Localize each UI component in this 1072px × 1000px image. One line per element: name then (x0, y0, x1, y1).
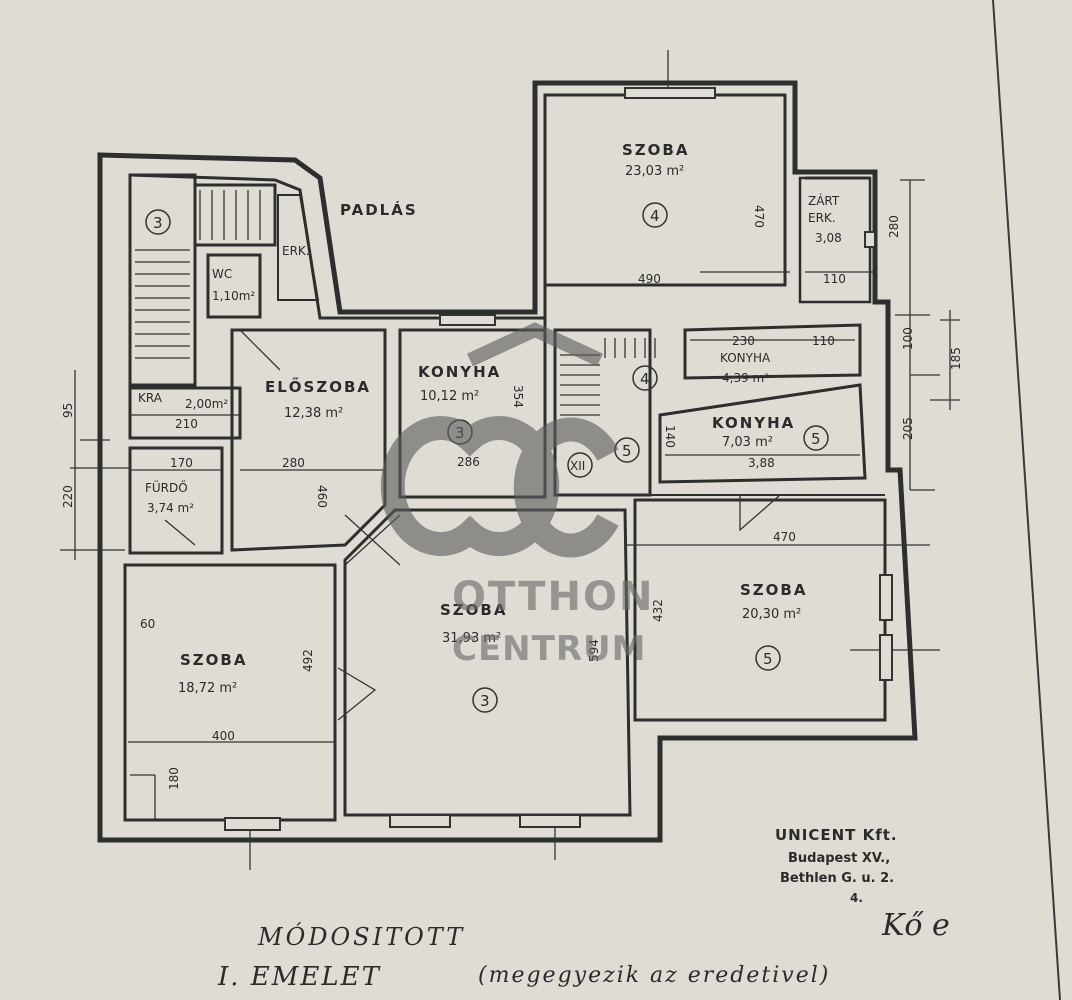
room-area-konyha-5: 7,03 m² (722, 435, 773, 450)
unit-circle (642, 202, 668, 228)
dim-354: 354 (511, 385, 525, 408)
kra-area: 2,00m² (185, 397, 228, 411)
padlas-label: PADLÁS (340, 200, 418, 219)
room-area-szoba-right: 20,30 m² (742, 607, 801, 622)
stamp-city: Budapest XV., (788, 851, 890, 866)
wc-label: WC (212, 267, 232, 281)
unit-circle (755, 645, 781, 671)
dim-220: 220 (61, 485, 75, 508)
dim-594: 594 (587, 639, 601, 662)
room-name-szoba-right: SZOBA (740, 581, 807, 599)
dim-230: 230 (732, 334, 755, 348)
hall-mark: XII (570, 459, 585, 473)
unit-number-konyha-4: 4 (640, 370, 650, 388)
dim-490: 490 (638, 272, 661, 286)
room-area-szoba-left: 18,72 m² (178, 681, 237, 696)
dim-286: 286 (457, 455, 480, 469)
unit-circle (803, 425, 829, 451)
stamp-number: 4. (850, 891, 863, 905)
plan-footer: MÓDOSITOTT I. EMELET (megegyezik az ered… (217, 908, 950, 992)
room-area-eloszoba: 12,38 m² (284, 406, 343, 421)
room-name-konyha-3: KONYHA (418, 363, 501, 381)
logo-c-mark (513, 417, 619, 558)
dim-388: 3,88 (748, 456, 775, 470)
dim-95: 95 (61, 403, 75, 418)
room-area-szoba-top: 23,03 m² (625, 164, 684, 179)
footer-title-floor: I. EMELET (217, 962, 381, 992)
room-name-szoba-top: SZOBA (622, 141, 689, 159)
room-area-furdo: 3,74 m² (147, 501, 194, 515)
dim-205: 205 (901, 417, 915, 440)
door-swings (60, 50, 960, 870)
dim-170: 170 (170, 456, 193, 470)
room-name-konyha-4: KONYHA (720, 351, 771, 365)
logo-roof-mark (467, 322, 603, 367)
wc-area: 1,10m² (212, 289, 255, 303)
room-area-konyha-4: 4,39 m² (722, 371, 769, 385)
dim-110-top: 110 (823, 272, 846, 286)
room-name-furdo: FÜRDŐ (145, 479, 188, 495)
dim-432: 432 (651, 599, 665, 622)
dim-460: 460 (315, 485, 329, 508)
zart-label-1: ZÁRT (808, 193, 840, 208)
room-area-konyha-3: 10,12 m² (420, 389, 479, 404)
unit-number-hall: 5 (622, 442, 632, 460)
zart-area: 3,08 (815, 231, 842, 245)
footer-note: (megegyezik az eredetivel) (478, 963, 830, 988)
stamp-street: Bethlen G. u. 2. (780, 871, 894, 886)
signature: Kő e (881, 908, 950, 943)
dimension-labels: 490 470 110 280 230 110 100 185 205 3,88… (61, 205, 963, 790)
zart-label-2: ERK. (808, 211, 836, 225)
room-name-konyha-5: KONYHA (712, 414, 795, 432)
dim-140: 140 (663, 425, 677, 448)
dim-100: 100 (901, 327, 915, 350)
dim-185: 185 (949, 347, 963, 370)
windows (224, 87, 893, 831)
dim-280: 280 (282, 456, 305, 470)
unit-number-szoba-mid: 3 (480, 692, 490, 710)
dim-180: 180 (167, 767, 181, 790)
unit-number-konyha-5: 5 (811, 430, 821, 448)
erk-label: ERK. (282, 244, 310, 258)
stamp-company: UNICENT Kft. (775, 826, 898, 844)
unit-circle (632, 365, 658, 391)
unit-number-szoba-top: 4 (650, 207, 660, 225)
room-area-szoba-mid: 31,93 m² (442, 631, 501, 646)
company-stamp: UNICENT Kft. Budapest XV., Bethlen G. u.… (775, 826, 898, 905)
kra-label: KRA (138, 391, 163, 405)
unit-number-szoba-right: 5 (763, 650, 773, 668)
room-name-eloszoba: ELŐSZOBA (265, 376, 371, 396)
unit-circle (472, 687, 498, 713)
room-name-szoba-mid: SZOBA (440, 601, 507, 619)
watermark-line-1: OTTHON (452, 574, 654, 620)
watermark-line-2: CENTRUM (452, 629, 646, 669)
dim-110-konyha: 110 (812, 334, 835, 348)
dim-470-vertical: 470 (752, 205, 766, 228)
footer-title-modified: MÓDOSITOTT (257, 922, 465, 951)
dim-470-right: 470 (773, 530, 796, 544)
dim-400: 400 (212, 729, 235, 743)
unit-number-stair: 3 (153, 214, 163, 232)
dim-210: 210 (175, 417, 198, 431)
dim-60: 60 (140, 617, 155, 631)
paper-edge (992, 0, 1061, 1000)
otthon-centrum-watermark: OTTHON CENTRUM (380, 322, 654, 669)
dim-280-right: 280 (887, 215, 901, 238)
room-name-szoba-left: SZOBA (180, 651, 247, 669)
mark-circle (567, 452, 593, 478)
dim-492: 492 (301, 649, 315, 672)
unit-circle (145, 209, 171, 235)
